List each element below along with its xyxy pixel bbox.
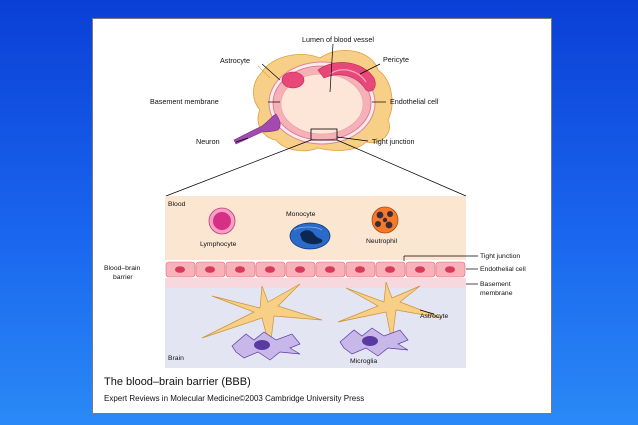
label-lumen: Lumen of blood vessel (302, 35, 374, 44)
endothelial-cell-row (165, 261, 466, 278)
label-blood: Blood (168, 201, 186, 208)
figure-caption-credit: Expert Reviews in Molecular Medicine©200… (104, 394, 365, 403)
label-microglia: Microglia (350, 358, 377, 365)
neuron-shape (233, 113, 281, 145)
label-endothelial-detail: Endothelial cell (480, 266, 526, 273)
label-tight-junction-detail: Tight junction (480, 253, 520, 260)
basement-membrane-band (165, 278, 466, 288)
label-pericyte: Pericyte (383, 55, 409, 64)
vessel-cross-section (233, 50, 393, 152)
microglia-right (339, 327, 409, 357)
pericyte-shape (317, 62, 376, 92)
label-tight-junction-top: Tight junction (372, 137, 414, 146)
label-brain: Brain (168, 355, 184, 362)
endothelial-nucleus (281, 71, 305, 89)
label-bbb-line2: barrier (113, 274, 133, 281)
label-astrocyte-top: Astrocyte (220, 56, 250, 65)
astrocyte-right (337, 281, 443, 343)
tight-junction-box (310, 128, 338, 141)
brain-region (165, 288, 466, 368)
label-basement-line1: Basement (480, 281, 511, 288)
detail-panel (165, 196, 466, 368)
label-monocyte: Monocyte (286, 211, 316, 218)
lymphocyte-cell (208, 207, 236, 235)
label-lymphocyte: Lymphocyte (200, 241, 237, 248)
label-basement-membrane-top: Basement membrane (150, 97, 219, 106)
microglia-left (231, 331, 301, 361)
neutrophil-cell (371, 206, 399, 234)
label-bbb-line1: Blood–brain (104, 265, 140, 272)
figure-caption-title: The blood–brain barrier (BBB) (104, 376, 251, 388)
label-neuron: Neuron (196, 137, 220, 146)
label-neutrophil: Neutrophil (366, 238, 397, 245)
label-endothelial-top: Endothelial cell (390, 97, 439, 106)
label-astrocyte-detail: Astrocyte (420, 313, 449, 320)
monocyte-cell (289, 222, 331, 250)
label-basement-line2: membrane (480, 290, 513, 297)
astrocyte-left (201, 283, 323, 349)
